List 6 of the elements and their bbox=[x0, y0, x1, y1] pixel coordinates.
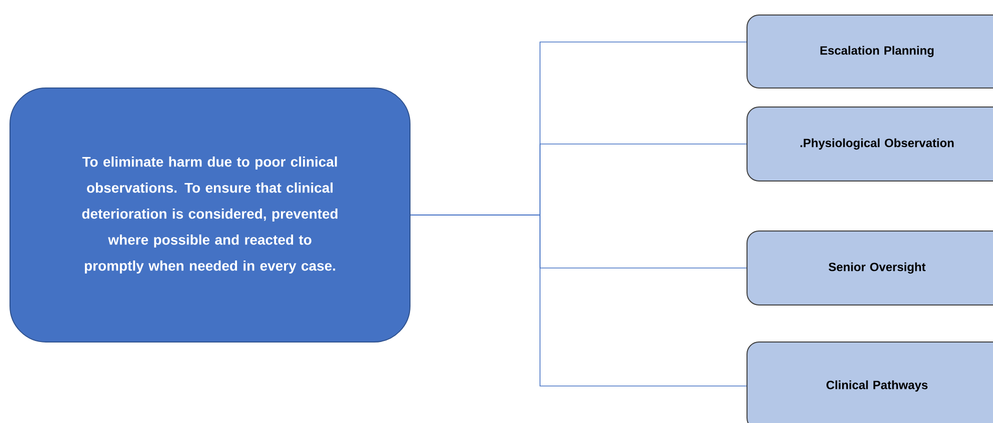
topic-box: .Physiological Observation bbox=[746, 106, 993, 182]
connector-line bbox=[410, 214, 747, 386]
topic-box: Senior Oversight bbox=[746, 230, 993, 306]
topic-box: Escalation Planning bbox=[746, 14, 993, 88]
topic-box: Clinical Pathways bbox=[746, 342, 993, 423]
goal-box: To eliminate harm due to poor clinical observations. To ensure that clinical deterioration is considered, prevented where possible and reacted to promptly when needed in every case. bbox=[10, 88, 410, 342]
